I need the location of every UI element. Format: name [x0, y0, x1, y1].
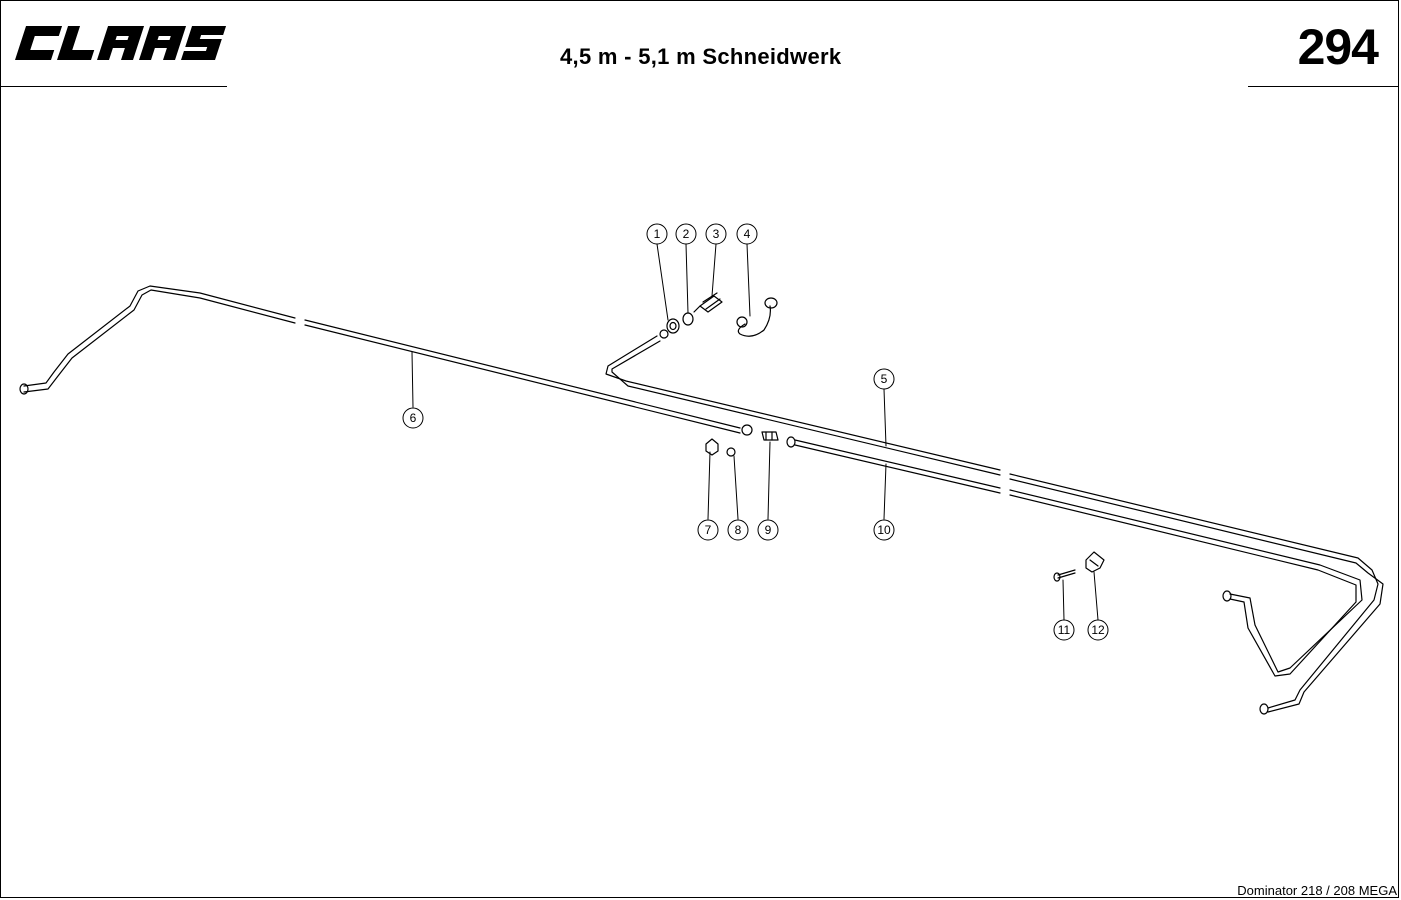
- callout-circle: [873, 519, 895, 541]
- nut-7: [705, 438, 719, 456]
- callout-label: 7: [705, 523, 712, 537]
- callout-circle: [646, 223, 668, 245]
- page-number-underline: [1248, 86, 1398, 87]
- callout-11: 11: [1053, 619, 1075, 641]
- callout-label: 3: [713, 227, 720, 241]
- callout-circle: [705, 223, 727, 245]
- callout-label: 12: [1091, 623, 1105, 637]
- page-number: 294: [1297, 19, 1379, 75]
- callout-10: 10: [873, 519, 895, 541]
- seal-ring-2: [682, 312, 694, 326]
- clip-12: [1085, 551, 1105, 573]
- callout-circle: [697, 519, 719, 541]
- callout-circle: [727, 519, 749, 541]
- callout-circle: [736, 223, 758, 245]
- callout-circle: [1087, 619, 1109, 641]
- callout-circle: [873, 368, 895, 390]
- fitting-1: [666, 318, 680, 334]
- callout-label: 8: [735, 523, 742, 537]
- callout-6: 6: [402, 407, 424, 429]
- pipe-6: [19, 285, 753, 436]
- cap-4: [736, 297, 778, 337]
- footer-model: Dominator 218 / 208 MEGA: [1237, 883, 1397, 898]
- pipe-10: [786, 436, 1363, 677]
- logo-underline: [0, 86, 227, 87]
- pipe-5: [605, 329, 1384, 715]
- connector-9: [761, 431, 779, 441]
- callout-label: 9: [765, 523, 772, 537]
- callout-8: 8: [727, 519, 749, 541]
- ring-8: [726, 447, 736, 457]
- callout-label: 10: [877, 523, 891, 537]
- nipple-3: [693, 292, 723, 313]
- callout-circle: [757, 519, 779, 541]
- callout-label: 11: [1058, 623, 1071, 637]
- callout-9: 9: [757, 519, 779, 541]
- callout-circle: [402, 407, 424, 429]
- callout-circle: [1053, 619, 1075, 641]
- callout-3: 3: [705, 223, 727, 245]
- callout-label: 4: [744, 227, 751, 241]
- callout-label: 5: [881, 372, 888, 386]
- callout-4: 4: [736, 223, 758, 245]
- callout-2: 2: [675, 223, 697, 245]
- bolt-11: [1053, 569, 1076, 582]
- callout-1: 1: [646, 223, 668, 245]
- leader-lines: [411, 243, 1099, 621]
- callout-label: 2: [683, 227, 690, 241]
- claas-logo: [15, 26, 227, 60]
- page-title: 4,5 m - 5,1 m Schneidwerk: [560, 44, 842, 69]
- callout-circle: [675, 223, 697, 245]
- callout-5: 5: [873, 368, 895, 390]
- callout-12: 12: [1087, 619, 1109, 641]
- callout-label: 1: [654, 227, 661, 241]
- callout-7: 7: [697, 519, 719, 541]
- callout-label: 6: [410, 411, 417, 425]
